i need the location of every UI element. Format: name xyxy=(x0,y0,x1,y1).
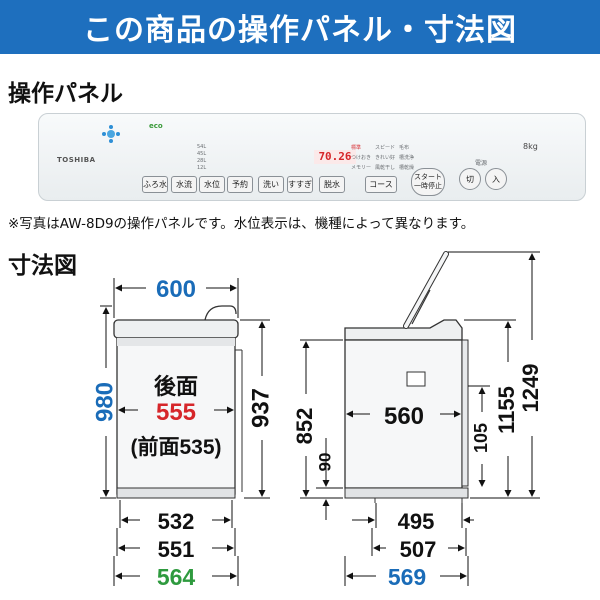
furo-water-button[interactable]: ふろ水 xyxy=(142,176,168,193)
front-view-machine xyxy=(113,305,243,499)
capacity-label: 8kg xyxy=(523,142,538,151)
course-memory: メモリー xyxy=(351,165,372,171)
course-standard: 標準 xyxy=(351,145,362,151)
side-bottom-outer: 569 xyxy=(388,564,426,590)
brand-logo: TOSHIBA xyxy=(57,156,96,164)
front-bottom-mid: 551 xyxy=(158,537,195,562)
course-button[interactable]: コース xyxy=(365,176,397,193)
side-depth: 560 xyxy=(384,403,424,430)
wash-button[interactable]: 洗い xyxy=(258,176,284,193)
front-width-top: 600 xyxy=(156,276,196,303)
water-level-2: 45L xyxy=(197,151,207,157)
side-height-body: 852 xyxy=(292,408,317,445)
time-display: 70.26 xyxy=(314,150,356,164)
course-tub-wash: 槽洗浄 xyxy=(399,155,415,161)
dimension-section-heading: 寸法図 xyxy=(8,253,77,279)
water-flow-button[interactable]: 水流 xyxy=(171,176,197,193)
water-level-1: 54L xyxy=(197,144,207,150)
water-level-3: 28L xyxy=(197,158,207,164)
front-width-note: (前面535) xyxy=(130,435,221,459)
water-level-4: 12L xyxy=(197,165,207,171)
power-off-button[interactable]: 切 xyxy=(459,168,481,190)
power-on-button[interactable]: 入 xyxy=(485,168,507,190)
rinse-button[interactable]: すすぎ xyxy=(287,176,313,193)
eco-mark: eco xyxy=(149,122,163,130)
course-clean: きれい好 xyxy=(375,155,396,161)
start-pause-button[interactable]: スタート 一時停止 xyxy=(411,168,445,196)
side-bottom-inner: 495 xyxy=(398,509,435,534)
course-soak: つけおき xyxy=(351,155,372,161)
front-height-total: 980 xyxy=(91,382,118,422)
banner-title: この商品の操作パネル・寸法図 xyxy=(83,13,517,48)
spin-button[interactable]: 脱水 xyxy=(319,176,345,193)
course-speed: スピード xyxy=(375,145,396,151)
side-base-height: 90 xyxy=(315,453,334,472)
side-view-machine xyxy=(344,251,469,503)
panel-section-heading: 操作パネル xyxy=(8,81,123,107)
front-height-body: 937 xyxy=(247,388,274,428)
back-label: 後面 xyxy=(154,374,198,399)
timer-button[interactable]: 予約 xyxy=(227,176,253,193)
course-tub-dry: 槽乾燥 xyxy=(399,165,415,171)
front-bottom-outer: 564 xyxy=(157,564,196,590)
side-height-lid: 1155 xyxy=(494,386,519,434)
side-height-open: 1249 xyxy=(518,364,543,413)
side-lid-gap: 105 xyxy=(471,423,491,453)
power-label: 電源 xyxy=(475,160,488,167)
sparkle-icon xyxy=(102,125,120,143)
water-level-button[interactable]: 水位 xyxy=(199,176,225,193)
title-banner: この商品の操作パネル・寸法図 xyxy=(0,0,600,54)
side-bottom-mid: 507 xyxy=(400,537,437,562)
course-blanket: 毛布 xyxy=(399,145,410,151)
panel-note: ※写真はAW-8D9の操作パネルです。水位表示は、機種によって異なります。 xyxy=(8,216,475,232)
front-bottom-inner: 532 xyxy=(158,509,195,534)
control-panel-photo: TOSHIBA eco 54L 45L 28L 12L ふろ水 水流 水位 予約… xyxy=(38,113,586,201)
back-width: 555 xyxy=(156,399,196,426)
course-air-dry: 風乾干し xyxy=(375,165,396,171)
